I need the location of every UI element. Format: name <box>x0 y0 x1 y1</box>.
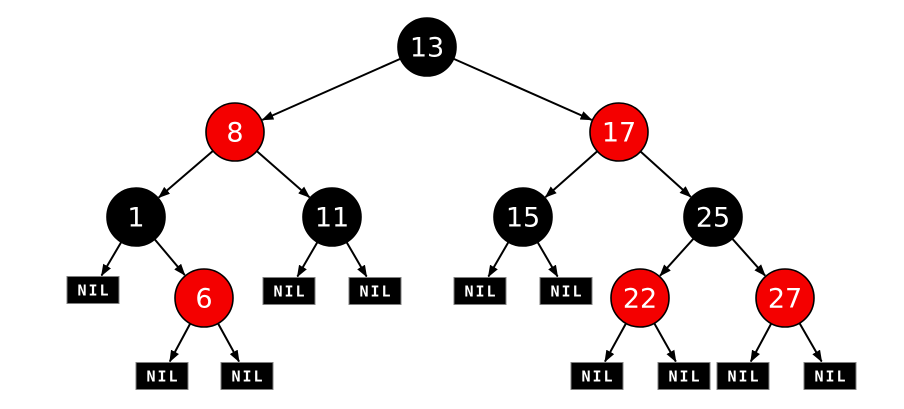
nil-leaf-nil-27-r: NIL <box>803 362 857 390</box>
nil-label: NIL <box>668 368 701 386</box>
black-node-circle <box>683 187 743 247</box>
edge-25-to-22 <box>659 237 695 277</box>
nil-label: NIL <box>359 283 392 301</box>
black-node-circle <box>397 17 457 77</box>
edge-13-to-8 <box>261 57 401 121</box>
edge-6-to-nil-6-r <box>217 322 240 363</box>
edge-17-to-25 <box>639 150 692 198</box>
nil-box <box>716 362 770 390</box>
nil-box <box>453 277 507 305</box>
edge-22-to-nil-22-l <box>604 322 627 363</box>
nil-label: NIL <box>727 368 760 386</box>
node-value-label: 6 <box>195 283 212 314</box>
nil-box <box>262 277 316 305</box>
nil-box <box>539 277 593 305</box>
tree-node-11: 11 <box>302 187 362 247</box>
tree-node-13: 13 <box>397 17 457 77</box>
node-value-label: 1 <box>127 202 144 233</box>
nil-box <box>348 277 402 305</box>
black-node-circle <box>302 187 362 247</box>
edge-11-to-nil-11-r <box>345 241 368 278</box>
tree-node-1: 1 <box>106 187 166 247</box>
nil-label: NIL <box>550 283 583 301</box>
edge-13-to-17 <box>453 57 593 121</box>
nil-leaf-nil-1-l: NIL <box>66 276 120 304</box>
nil-leaf-nil-22-r: NIL <box>657 362 711 390</box>
nil-label: NIL <box>581 368 614 386</box>
edge-1-to-6 <box>153 238 186 276</box>
nil-box <box>570 362 624 390</box>
black-node-circle <box>106 187 166 247</box>
red-node-circle <box>610 268 670 328</box>
nil-leaf-nil-15-r: NIL <box>539 277 593 305</box>
nil-leaf-nil-11-r: NIL <box>348 277 402 305</box>
red-node-circle <box>755 268 815 328</box>
node-value-label: 15 <box>506 202 540 233</box>
node-value-label: 22 <box>623 283 657 314</box>
nil-label: NIL <box>464 283 497 301</box>
edge-15-to-nil-15-r <box>536 241 559 278</box>
edge-1-to-nil-1-l <box>100 241 123 277</box>
tree-node-22: 22 <box>610 268 670 328</box>
nil-label: NIL <box>273 283 306 301</box>
edge-27-to-nil-27-r <box>798 322 823 363</box>
tree-node-25: 25 <box>683 187 743 247</box>
tree-node-8: 8 <box>205 102 265 162</box>
tree-node-27: 27 <box>755 268 815 328</box>
red-node-circle <box>174 268 234 328</box>
nil-label: NIL <box>231 368 264 386</box>
nil-leaf-nil-15-l: NIL <box>453 277 507 305</box>
black-node-circle <box>493 187 553 247</box>
node-value-label: 17 <box>602 117 636 148</box>
edge-22-to-nil-22-r <box>653 322 677 363</box>
edge-8-to-11 <box>256 150 311 198</box>
nil-box <box>135 362 189 390</box>
tree-node-6: 6 <box>174 268 234 328</box>
nil-leaf-nil-27-l: NIL <box>716 362 770 390</box>
nil-box <box>803 362 857 390</box>
tree-node-15: 15 <box>493 187 553 247</box>
nil-box <box>657 362 711 390</box>
node-value-label: 11 <box>315 202 349 233</box>
node-value-label: 8 <box>226 117 243 148</box>
nil-box <box>66 276 120 304</box>
nil-label: NIL <box>77 282 110 300</box>
edge-6-to-nil-6-l <box>168 323 192 363</box>
node-value-label: 27 <box>768 283 802 314</box>
edge-27-to-nil-27-l <box>749 323 773 363</box>
nil-leaf-nil-22-l: NIL <box>570 362 624 390</box>
nil-leaf-nil-11-l: NIL <box>262 277 316 305</box>
edge-8-to-1 <box>158 150 214 199</box>
nil-leaf-nil-6-r: NIL <box>220 362 274 390</box>
nil-leaf-nil-6-l: NIL <box>135 362 189 390</box>
edge-15-to-nil-15-l <box>487 241 510 278</box>
node-value-label: 13 <box>410 32 444 63</box>
nil-label: NIL <box>814 368 847 386</box>
edge-11-to-nil-11-l <box>296 241 319 278</box>
red-node-circle <box>205 102 265 162</box>
tree-node-17: 17 <box>589 102 649 162</box>
red-node-circle <box>589 102 649 162</box>
nil-box <box>220 362 274 390</box>
edge-25-to-27 <box>731 238 766 277</box>
nil-label: NIL <box>146 368 179 386</box>
edge-17-to-15 <box>544 150 598 198</box>
node-value-label: 25 <box>696 202 730 233</box>
